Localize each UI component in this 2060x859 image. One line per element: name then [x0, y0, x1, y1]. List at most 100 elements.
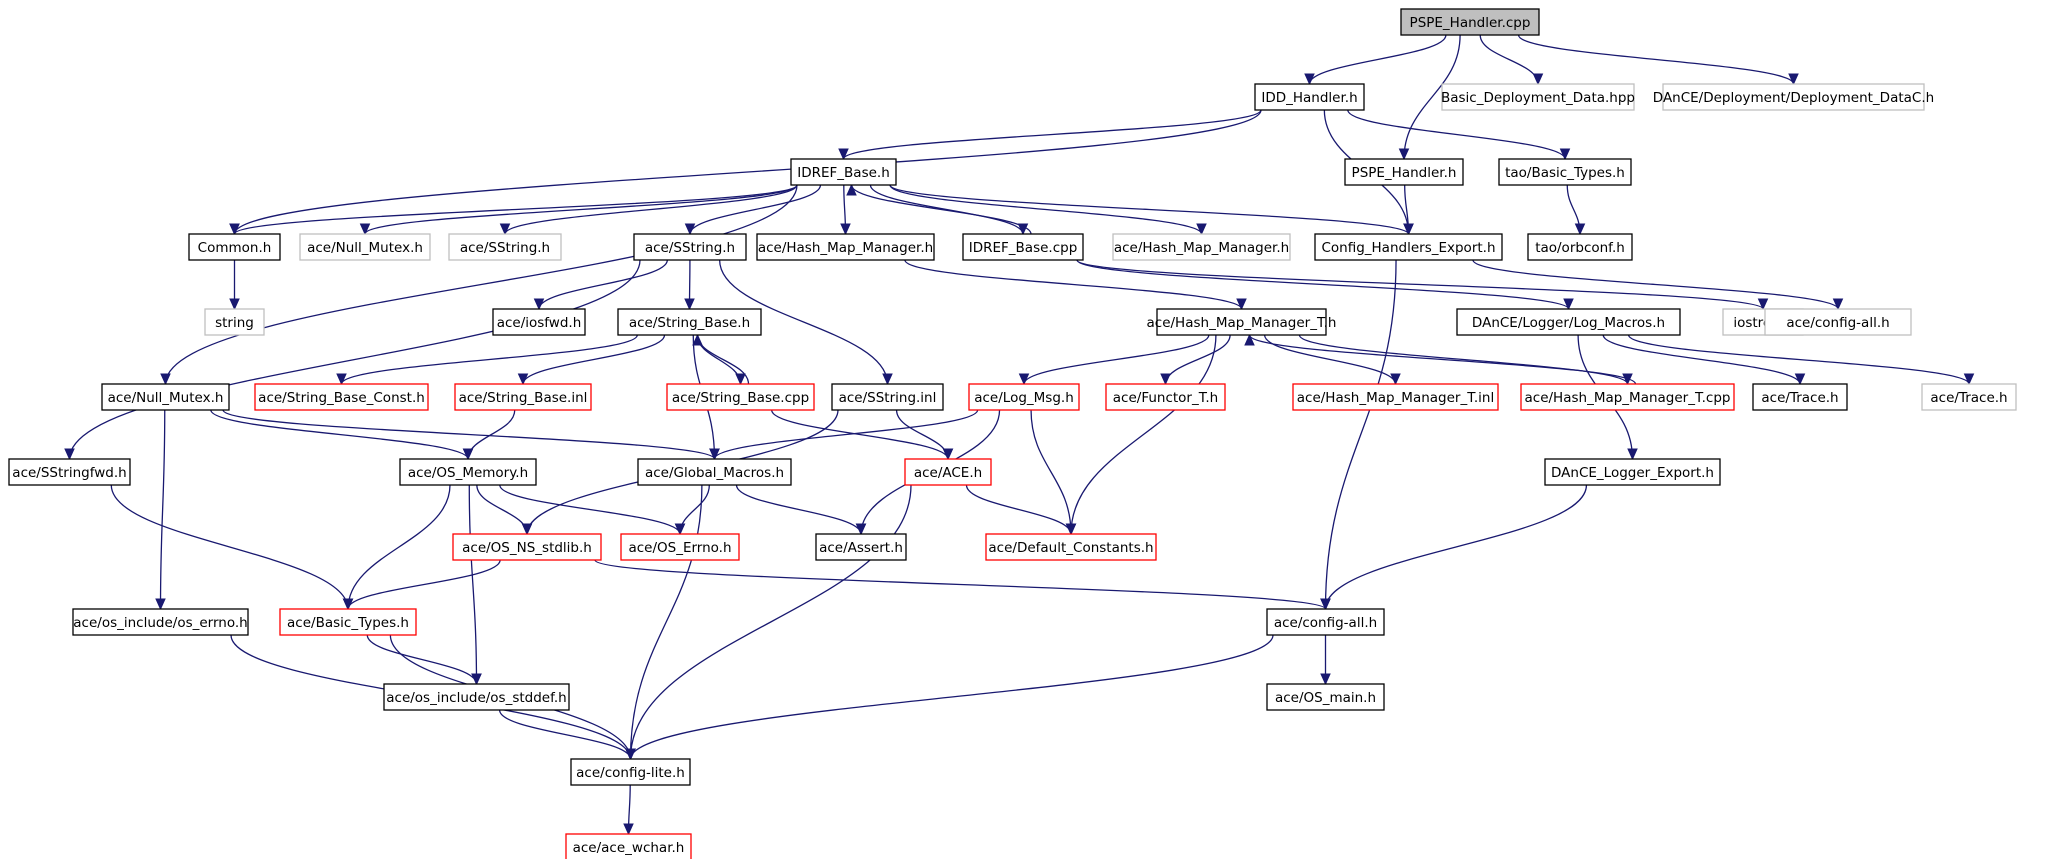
node-label: ace/Hash_Map_Manager_T.cpp: [1525, 390, 1731, 406]
edge-line: [222, 409, 716, 460]
graph-node-normal[interactable]: ace/SString.inl: [831, 383, 944, 411]
edge-line: [340, 334, 638, 385]
graph-node-missing: ace/Trace.h: [1921, 383, 2017, 411]
graph-node-normal[interactable]: PSPE_Handler.h: [1344, 158, 1464, 186]
graph-node-normal[interactable]: DAnCE/Logger/Log_Macros.h: [1456, 308, 1681, 336]
node-label: Common.h: [198, 240, 272, 256]
node-box: [452, 533, 602, 561]
edge-n35-to-n39: [476, 484, 533, 536]
node-box: [962, 233, 1084, 261]
graph-node-linked[interactable]: ace/ace_wchar.h: [565, 833, 692, 859]
graph-node-normal[interactable]: Config_Handlers_Export.h: [1314, 233, 1503, 261]
graph-node-normal[interactable]: IDD_Handler.h: [1254, 83, 1365, 111]
edge-n26-to-n18: [692, 333, 750, 385]
edge-line: [1023, 334, 1210, 385]
graph-node-missing: ace/Hash_Map_Manager.h: [1112, 233, 1291, 261]
graph-node-normal[interactable]: ace/Assert.h: [815, 533, 907, 561]
graph-node-normal[interactable]: ace/Hash_Map_Manager.h: [756, 233, 935, 261]
edge-line: [689, 184, 822, 235]
graph-node-linked[interactable]: ace/String_Base_Const.h: [254, 383, 429, 411]
node-label: ace/Log_Msg.h: [974, 390, 1074, 406]
edge-line: [1403, 34, 1461, 160]
edge-n20-to-n32: [1602, 334, 1806, 386]
node-box: [1105, 383, 1226, 411]
node-label: string: [215, 315, 254, 331]
edge-line: [1248, 334, 1637, 385]
node-label: ace/Assert.h: [819, 540, 903, 556]
graph-node-linked[interactable]: ace/String_Base.inl: [454, 383, 592, 411]
graph-node-linked[interactable]: ace/OS_NS_stdlib.h: [452, 533, 602, 561]
graph-node-normal[interactable]: ace/SStringfwd.h: [8, 458, 131, 486]
edge-n31-to-n19: [1244, 333, 1637, 385]
edge-n4-to-n7: [229, 184, 798, 236]
graph-node-normal[interactable]: ace/OS_main.h: [1266, 683, 1385, 711]
edge-n48-to-n49: [623, 784, 634, 836]
node-box: [188, 233, 281, 261]
edge-arrowhead: [1244, 333, 1255, 346]
edge-arrowhead: [533, 298, 545, 311]
edge-n19-to-n29: [1160, 334, 1231, 386]
edge-line: [850, 184, 1032, 235]
node-box: [565, 833, 692, 859]
node-box: [633, 233, 747, 261]
graph-node-normal[interactable]: ace/String_Base.h: [617, 308, 762, 336]
edge-n38-to-n45: [1320, 484, 1588, 611]
graph-node-linked[interactable]: ace/Basic_Types.h: [279, 608, 417, 636]
node-box: [72, 608, 249, 636]
edge-line: [210, 409, 469, 460]
graph-node-normal[interactable]: ace/config-lite.h: [570, 758, 691, 786]
graph-node-linked[interactable]: ace/ACE.h: [904, 458, 992, 486]
node-label: tao/Basic_Types.h: [1505, 165, 1625, 181]
graph-node-normal[interactable]: Common.h: [188, 233, 281, 261]
node-label: Basic_Deployment_Data.hpp: [1441, 90, 1635, 106]
node-label: ace/os_include/os_stddef.h: [386, 690, 566, 706]
edge-arrowhead: [160, 373, 171, 386]
edge-line: [522, 334, 666, 385]
edge-n10-to-n18: [684, 259, 695, 311]
graph-node-normal[interactable]: ace/Trace.h: [1752, 383, 1848, 411]
edge-n23-to-n35: [210, 409, 474, 461]
graph-node-linked[interactable]: ace/String_Base.cpp: [666, 383, 815, 411]
graph-node-normal[interactable]: tao/orbconf.h: [1527, 233, 1633, 261]
graph-node-normal[interactable]: DAnCE_Logger_Export.h: [1544, 458, 1721, 486]
graph-node-normal[interactable]: ace/os_include/os_stddef.h: [383, 683, 570, 711]
edge-line: [538, 259, 668, 310]
edge-line: [68, 259, 641, 460]
graph-node-normal[interactable]: ace/os_include/os_errno.h: [72, 608, 249, 636]
graph-node-normal[interactable]: IDREF_Base.h: [790, 158, 897, 186]
edge-n28-to-n36: [709, 409, 979, 461]
node-box: [399, 458, 537, 486]
graph-node-normal[interactable]: ace/OS_Memory.h: [399, 458, 537, 486]
graph-node-linked[interactable]: ace/Hash_Map_Manager_T.cpp: [1520, 383, 1735, 411]
edge-arrowhead: [838, 148, 849, 161]
edge-arrowhead: [229, 298, 240, 311]
edge-line: [1602, 334, 1801, 385]
graph-node-linked[interactable]: ace/OS_Errno.h: [620, 533, 740, 561]
edge-arrowhead: [1017, 223, 1029, 236]
graph-node-normal[interactable]: ace/Hash_Map_Manager_T.h: [1147, 308, 1337, 336]
edge-n19-to-n28: [1018, 334, 1210, 386]
graph-node-linked[interactable]: ace/Hash_Map_Manager_T.inl: [1292, 383, 1499, 411]
edge-n35-to-n44: [342, 484, 451, 611]
edge-n18-to-n25: [517, 334, 666, 386]
graph-node-normal[interactable]: ace/config-all.h: [1266, 608, 1385, 636]
graph-node-normal[interactable]: ace/SString.h: [633, 233, 747, 261]
graph-node-normal[interactable]: ace/Null_Mutex.h: [101, 383, 230, 411]
graph-node-normal[interactable]: tao/Basic_Types.h: [1498, 158, 1632, 186]
edge-n12-to-n20: [1076, 259, 1574, 311]
edge-line: [889, 184, 1410, 235]
edge-arrowhead: [1832, 298, 1844, 311]
graph-node-missing: DAnCE/Deployment/Deployment_DataC.h: [1653, 83, 1934, 111]
graph-node-normal[interactable]: ace/Global_Macros.h: [637, 458, 792, 486]
node-box: [570, 758, 691, 786]
node-box: [1254, 83, 1365, 111]
graph-node-normal[interactable]: IDREF_Base.cpp: [962, 233, 1084, 261]
edge-n34-to-n44: [110, 484, 354, 611]
graph-node-normal[interactable]: ace/iosfwd.h: [492, 308, 586, 336]
graph-node-linked[interactable]: ace/Default_Constants.h: [985, 533, 1157, 561]
graph-node-linked[interactable]: ace/Log_Msg.h: [968, 383, 1080, 411]
edge-line: [1627, 334, 1970, 385]
graph-node-linked[interactable]: ace/Functor_T.h: [1105, 383, 1226, 411]
edge-n0-to-n5: [1398, 34, 1461, 161]
node-label: IDREF_Base.cpp: [969, 240, 1078, 256]
